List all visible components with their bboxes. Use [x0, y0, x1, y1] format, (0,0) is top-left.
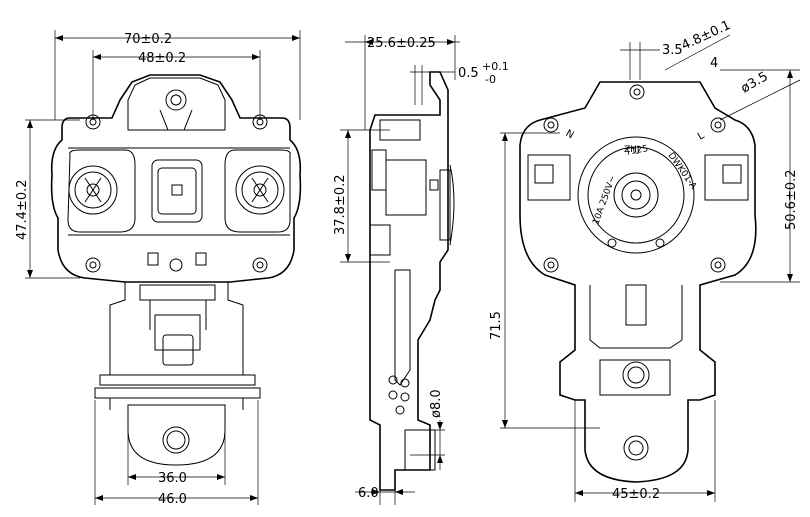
dim-body-height: 37.8±0.2: [333, 174, 348, 235]
dim-overall-height: 71.5: [489, 311, 504, 340]
dim-tab-tol-upper: +0.1: [482, 60, 509, 73]
label-temp: T125: [624, 144, 649, 158]
dim-offset-c: 4: [710, 56, 718, 71]
dim-offset-b: 4.8±0.1: [679, 18, 733, 54]
dim-bottom-width: 45±0.2: [612, 487, 660, 502]
label-left-terminal: N: [564, 128, 576, 141]
dim-tab-thickness: 0.5: [458, 66, 479, 81]
rear-view: 3.5 4.8±0.1 4 ø3.5 50.6±0.2 71.5: [489, 18, 801, 502]
dim-overall-width: 70±0.2: [124, 32, 172, 47]
dim-right-height: 50.6±0.2: [784, 169, 799, 230]
label-right-terminal: L: [696, 130, 707, 143]
dim-depth: 25.6±0.25: [367, 36, 436, 51]
dim-tab-tol-lower: -0: [485, 73, 496, 86]
dim-hole-diameter: ø3.5: [739, 69, 771, 96]
dim-height: 47.4±0.2: [15, 179, 30, 240]
dim-mount-spacing: 48±0.2: [138, 51, 186, 66]
side-view: 25.6±0.25 0.5 +0.1 -0 37.8±0.2 ø: [333, 35, 509, 505]
dim-base-offset: 6.0: [358, 486, 379, 501]
label-model: DWK01-A: [666, 151, 699, 192]
dim-bottom-outer: 46.0: [158, 492, 187, 507]
front-view: 70±0.2 48±0.2 47.4±0.2: [15, 30, 302, 507]
dim-bottom-inner: 36.0: [158, 471, 187, 486]
label-brand: ZHJ: [624, 145, 640, 155]
dim-pin-diameter: ø8.0: [429, 389, 444, 418]
dim-offset-a: 3.5: [662, 43, 683, 58]
